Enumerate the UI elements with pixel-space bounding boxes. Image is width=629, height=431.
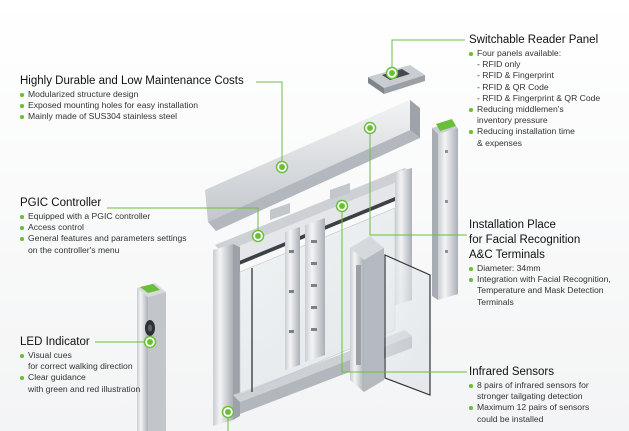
callout-reader-option: - RFID & QR Code	[477, 81, 549, 92]
callout-durable-item: Modularized structure design	[20, 89, 244, 100]
callout-reader: Switchable Reader Panel Four panels avai…	[469, 33, 600, 149]
callout-pgic-title: PGIC Controller	[20, 197, 102, 209]
callout-led-item: for correct walking direction	[28, 361, 133, 372]
callout-pgic-item: General features and parameters settings	[20, 233, 187, 244]
marker-dots	[143, 66, 399, 419]
callout-infrared-title: Infrared Sensors	[469, 366, 555, 378]
callout-reader-option: - RFID & Fingerprint & QR Code	[477, 92, 601, 103]
callout-pgic: PGIC Controller Equipped with a PGIC con…	[20, 196, 187, 256]
swing-door-part	[384, 254, 431, 396]
callout-facial-title-line: A&C Terminals	[469, 249, 545, 261]
callout-led-item: with green and red illustration	[28, 383, 141, 394]
callout-led-title: LED Indicator	[20, 336, 90, 348]
callout-infrared-item: Maximum 12 pairs of sensors	[469, 402, 589, 413]
callout-reader-option: - RFID & Fingerprint	[477, 70, 554, 81]
callout-facial-item: Temperature and Mask Detection	[477, 285, 604, 296]
callout-facial-title-line: Installation Place	[469, 219, 556, 231]
callout-pgic-item: Equipped with a PGIC controller	[20, 211, 187, 222]
cylinder-post-part	[350, 236, 384, 392]
callout-infrared-item: 8 pairs of infrared sensors for	[469, 380, 589, 391]
callout-reader-title: Switchable Reader Panel	[469, 34, 599, 46]
callout-facial-title-line: for Facial Recognition	[469, 234, 581, 246]
leader-lines	[95, 39, 467, 431]
callout-durable-item: Exposed mounting holes for easy installa…	[20, 100, 244, 111]
right-side-post-part	[432, 119, 458, 300]
callout-facial: Installation Place for Facial Recognitio…	[469, 218, 611, 308]
led-post-part	[137, 283, 166, 431]
callout-infrared: Infrared Sensors 8 pairs of infrared sen…	[469, 365, 589, 425]
callout-led-item: Clear guidance	[20, 372, 140, 383]
callout-reader-intro: Four panels available:	[469, 48, 600, 59]
callout-led: LED Indicator Visual cues for correct wa…	[20, 335, 140, 395]
callout-infrared-item: stronger tailgating detection	[477, 391, 583, 402]
callout-pgic-item: on the controller's menu	[28, 244, 120, 255]
callout-facial-item: Terminals	[477, 296, 514, 307]
callout-reader-item: inventory pressure	[477, 115, 548, 126]
callout-reader-item: Reducing installation time	[469, 126, 600, 137]
callout-reader-item: Reducing middlemen's	[469, 104, 600, 115]
callout-pgic-item: Access control	[20, 222, 187, 233]
callout-led-item: Visual cues	[20, 350, 140, 361]
callout-durable-item: Mainly made of SUS304 stainless steel	[20, 111, 244, 122]
callout-reader-item: & expenses	[477, 137, 522, 148]
callout-durable: Highly Durable and Low Maintenance Costs…	[20, 74, 244, 123]
callout-reader-option: - RFID only	[477, 59, 521, 70]
main-frame-part	[213, 168, 412, 426]
callout-facial-item: Integration with Facial Recognition,	[469, 274, 611, 285]
callout-facial-item: Diameter: 34mm	[469, 263, 611, 274]
callout-infrared-item: could be installed	[477, 413, 544, 424]
callout-durable-title: Highly Durable and Low Maintenance Costs	[20, 75, 244, 87]
